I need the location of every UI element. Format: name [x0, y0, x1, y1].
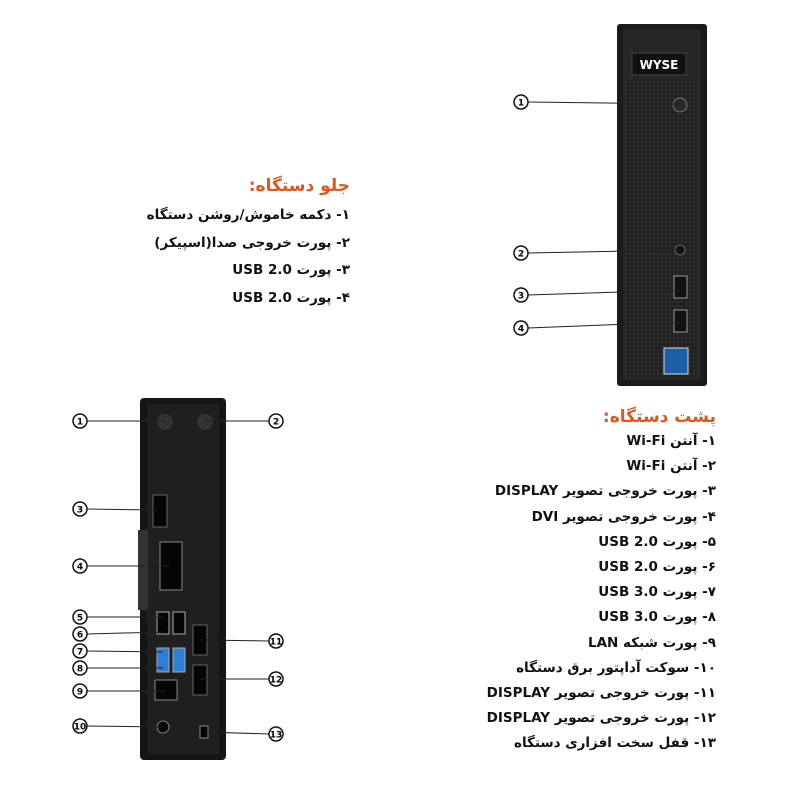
displayport-icon	[152, 494, 168, 528]
callout-12: 12	[270, 676, 283, 686]
rear-item: ۲- آنتن Wi-Fi	[626, 458, 716, 475]
usb-port-icon	[673, 275, 688, 299]
rear-item: ۳- پورت خروجی تصویر DISPLAY	[494, 483, 716, 500]
lan-port-icon	[154, 679, 178, 701]
rear-item: ۵- پورت USB 2.0	[598, 533, 716, 550]
usb3-port-icon	[172, 647, 186, 673]
front-item: ۳- پورت USB 2.0	[232, 262, 350, 278]
callout-1: 1	[518, 99, 524, 109]
rear-item: ۱۳- قفل سخت افزاری دستگاه	[513, 735, 716, 752]
rear-callouts: 1 2 3 4 5 6 7 8 9 10 11 12 13	[72, 413, 284, 742]
antenna-connector-icon	[197, 414, 213, 430]
rear-item: ۱- آنتن Wi-Fi	[626, 433, 716, 449]
rear-item: ۱۲- پورت خروجی تصویر DISPLAY	[486, 710, 716, 727]
rear-item: ۱۱- پورت خروجی تصویر DISPLAY	[486, 685, 716, 702]
callout-10: 10	[74, 723, 87, 733]
front-item: ۲- پورت خروجی صدا(اسپیکر)	[154, 234, 350, 251]
antenna-connector-icon	[157, 414, 173, 430]
front-item: ۴- پورت USB 2.0	[232, 289, 350, 306]
rear-device-image	[138, 398, 226, 760]
rear-legend: پشت دستگاه: ۱- آنتن Wi-Fi ۲- آنتن Wi-Fi …	[487, 407, 716, 757]
usb-port-icon	[673, 309, 688, 333]
power-button-icon	[672, 97, 688, 113]
rear-item: ۱۰- سوکت آداپتور برق دستگاه	[516, 659, 716, 676]
rear-item: ۴- پورت خروجی تصویر DVI	[531, 508, 716, 525]
callout-3: 3	[77, 506, 83, 516]
callout-4: 4	[518, 325, 524, 335]
rear-item: ۹- پورت شبکه LAN	[587, 634, 716, 651]
front-legend: جلو دستگاه: ۱- دکمه خاموش/روشن دستگاه ۲-…	[147, 176, 350, 312]
front-callouts: 1 2 3 4	[513, 94, 529, 336]
front-heading: جلو دستگاه:	[248, 176, 350, 196]
callout-2: 2	[273, 418, 279, 428]
callout-5: 5	[77, 614, 83, 624]
callout-9: 9	[77, 688, 83, 698]
callout-6: 6	[77, 631, 83, 641]
displayport-icon	[192, 664, 208, 696]
usb2-port-icon	[172, 611, 186, 635]
callout-1: 1	[77, 418, 83, 428]
rear-heading: پشت دستگاه:	[602, 407, 716, 427]
callout-3: 3	[518, 292, 524, 302]
callout-11: 11	[270, 638, 283, 648]
callout-13: 13	[270, 731, 283, 741]
usb2-port-icon	[156, 611, 170, 635]
energy-star-logo	[663, 347, 689, 375]
wyse-logo: WYSE	[640, 58, 679, 72]
callout-8: 8	[77, 665, 83, 675]
front-item: ۱- دکمه خاموش/روشن دستگاه	[146, 207, 350, 223]
rear-item: ۶- پورت USB 2.0	[598, 559, 716, 576]
rear-item: ۸- پورت USB 3.0	[598, 609, 716, 626]
callout-2: 2	[518, 250, 524, 260]
usb3-port-icon	[156, 647, 170, 673]
front-device-image: WYSE	[617, 24, 707, 386]
callout-4: 4	[77, 563, 83, 573]
rear-item: ۷- پورت USB 3.0	[598, 584, 716, 601]
callout-7: 7	[77, 648, 83, 658]
